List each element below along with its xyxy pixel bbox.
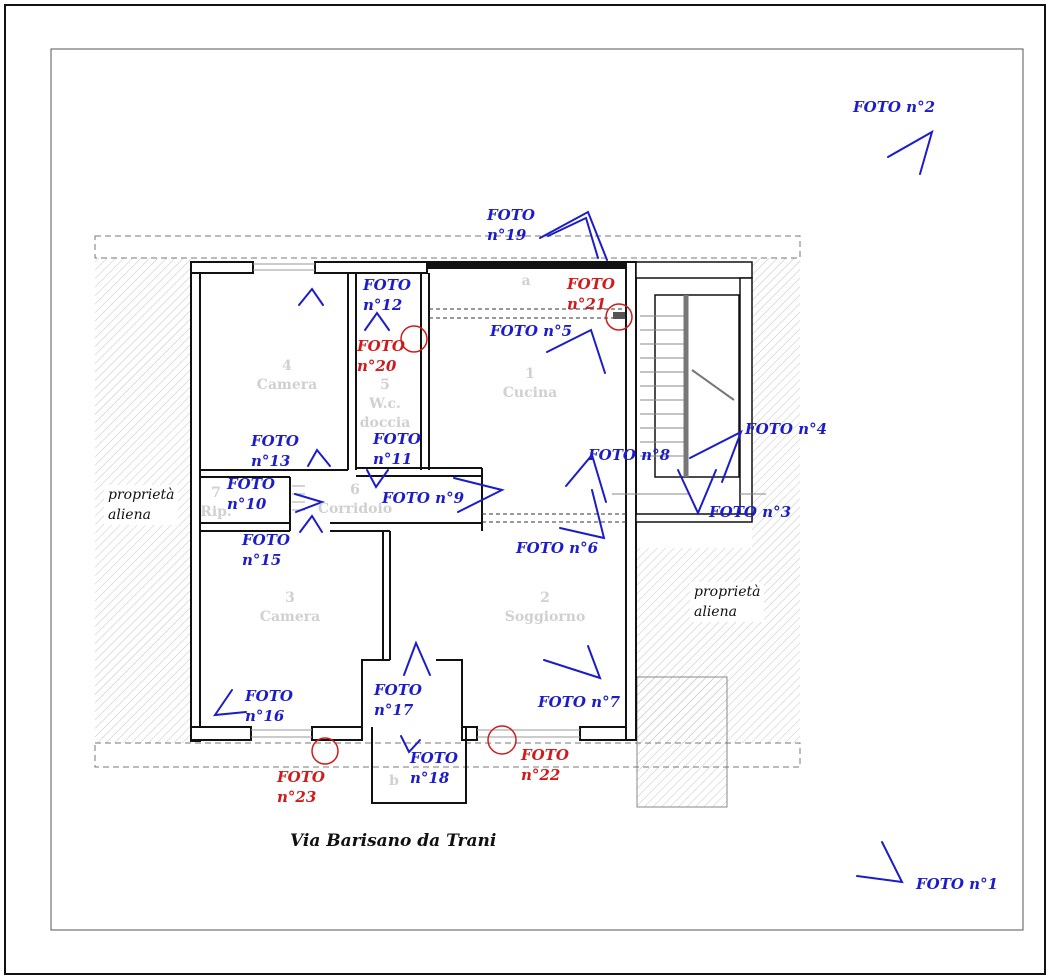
foto-6-marker — [559, 489, 606, 540]
neighbor-hatch-bottom-right — [636, 676, 728, 808]
page-border — [4, 4, 1046, 975]
foto-4room-marker — [298, 287, 324, 306]
foto-16-marker — [212, 689, 247, 717]
boiler-symbol — [613, 312, 625, 319]
foto-13-label: FOTO n°13 — [251, 432, 299, 470]
foto-3-label: FOTO n°3 — [709, 503, 792, 521]
balcony-top-outline — [94, 235, 801, 259]
foto-7-marker — [543, 645, 602, 680]
foto-4-label: FOTO n°4 — [745, 420, 828, 438]
foto-8-marker — [565, 452, 607, 503]
balcony-a-label: a — [521, 273, 531, 289]
foto-11-label: FOTO n°11 — [373, 430, 421, 468]
foto-17-marker — [403, 640, 431, 676]
foto-2-marker — [887, 129, 934, 175]
foto-20-circle — [400, 325, 428, 353]
foto-12-marker — [364, 311, 390, 331]
foto-6-label: FOTO n°6 — [516, 539, 599, 557]
foto-21-label: FOTO n°21 — [567, 275, 615, 313]
foto-16-label: FOTO n°16 — [245, 687, 293, 725]
foto-11-marker — [366, 469, 389, 489]
foto-18-label: FOTO n°18 — [410, 749, 458, 787]
foto-19-marker-inner — [547, 216, 599, 259]
stairwell — [635, 261, 753, 523]
foto-23-circle — [311, 737, 339, 765]
foto-4-marker — [689, 429, 743, 483]
neighbor-hatch-right-top — [752, 258, 800, 548]
foto-15-marker — [299, 514, 323, 533]
foto-19-label: FOTO n°19 — [487, 206, 535, 244]
foto-19-marker — [539, 210, 608, 261]
foto-5-marker — [546, 328, 606, 374]
foto-20-label: FOTO n°20 — [357, 337, 405, 375]
foto-23-label: FOTO n°23 — [277, 768, 325, 806]
windows — [251, 263, 580, 738]
foto-22-label: FOTO n°22 — [521, 746, 569, 784]
foto-17-label: FOTO n°17 — [374, 681, 422, 719]
foto-12-label: FOTO n°12 — [363, 276, 411, 314]
photo-detail-circles — [311, 303, 633, 765]
foto-10-marker — [294, 493, 326, 513]
foto-13-marker — [307, 448, 331, 467]
foto-2-label: FOTO n°2 — [853, 98, 936, 116]
walls — [190, 261, 637, 742]
foto-1-marker — [856, 841, 904, 884]
street-label: Via Barisano da Trani — [290, 831, 497, 851]
foto-10-label: FOTO n°10 — [227, 475, 275, 513]
neighbor-note-right: proprietà aliena — [690, 582, 765, 622]
foto-8-label: FOTO n°8 — [588, 446, 671, 464]
corridor-steps — [292, 485, 305, 511]
kitchen-counter-lines — [429, 308, 626, 523]
drawing-frame — [50, 48, 1024, 931]
foto-7-label: FOTO n°7 — [538, 693, 621, 711]
foto-5-label: FOTO n°5 — [490, 322, 573, 340]
foto-22-circle — [487, 725, 517, 755]
neighbor-note-left: proprietà aliena — [104, 485, 179, 525]
foto-9-label: FOTO n°9 — [382, 489, 465, 507]
foto-9-marker — [453, 477, 505, 513]
balcony-b-label: b — [389, 773, 399, 789]
partitions — [200, 273, 483, 804]
foto-15-label: FOTO n°15 — [242, 531, 290, 569]
photo-direction-markers — [212, 129, 934, 884]
balcony-bottom-outline — [94, 742, 801, 768]
foto-1-label: FOTO n°1 — [916, 875, 999, 893]
foto-18-marker — [400, 735, 421, 754]
foto-21-circle — [605, 303, 633, 331]
foto-3-marker — [677, 469, 717, 516]
stair-treads — [612, 295, 766, 495]
